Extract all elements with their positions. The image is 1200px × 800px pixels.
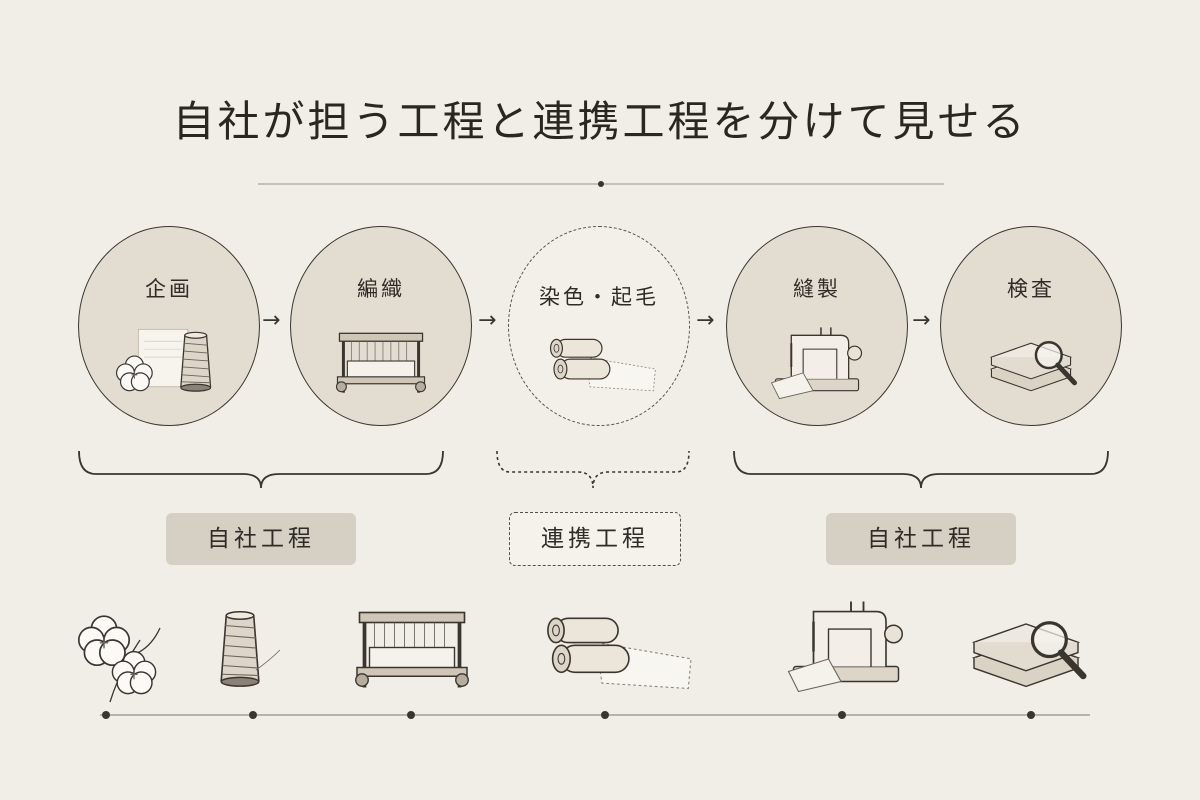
stage-label: 企画 (145, 277, 193, 301)
own-process-tag: 自社工程 (166, 513, 356, 565)
stage-weaving: 編織 (290, 226, 472, 426)
title-divider (258, 181, 944, 187)
fabric-rolls-icon (547, 617, 692, 690)
stage-label: 編織 (357, 277, 405, 301)
stage-label: 検査 (1007, 277, 1055, 301)
stage-label: 縫製 (793, 277, 841, 301)
stage-label: 染色・起毛 (539, 285, 659, 309)
arrow-right-icon: → (262, 308, 281, 333)
own-process-tag: 自社工程 (826, 513, 1016, 565)
stage-dyeing-raising: 染色・起毛 (508, 226, 690, 426)
page-title: 自社が担う工程と連携工程を分けて見せる (172, 97, 1028, 146)
thread-spool-icon (220, 610, 281, 687)
folded-towels-magnifier-icon (974, 623, 1083, 687)
loom-icon (335, 331, 427, 395)
folded-towels-magnifier-icon (941, 319, 1121, 409)
arrow-right-icon: → (478, 308, 497, 333)
loom-icon (353, 610, 471, 690)
cotton-icon (77, 615, 161, 703)
stage-inspection: 検査 (940, 226, 1122, 426)
stage-sewing: 縫製 (726, 226, 908, 426)
sewing-machine-icon (787, 600, 904, 693)
arrow-right-icon: → (912, 308, 931, 333)
arrow-right-icon: → (696, 308, 715, 333)
partner-process-tag: 連携工程 (509, 512, 681, 566)
sewing-machine-icon (770, 326, 863, 400)
process-timeline (77, 600, 1090, 719)
stage-planning: 企画 (78, 226, 260, 426)
partner-process-brace (496, 450, 690, 489)
fabric-rolls-icon (549, 338, 656, 392)
own-process-brace-left (78, 450, 444, 489)
own-process-brace-right (733, 450, 1109, 489)
cotton-and-thread-spool-icon (115, 328, 212, 392)
